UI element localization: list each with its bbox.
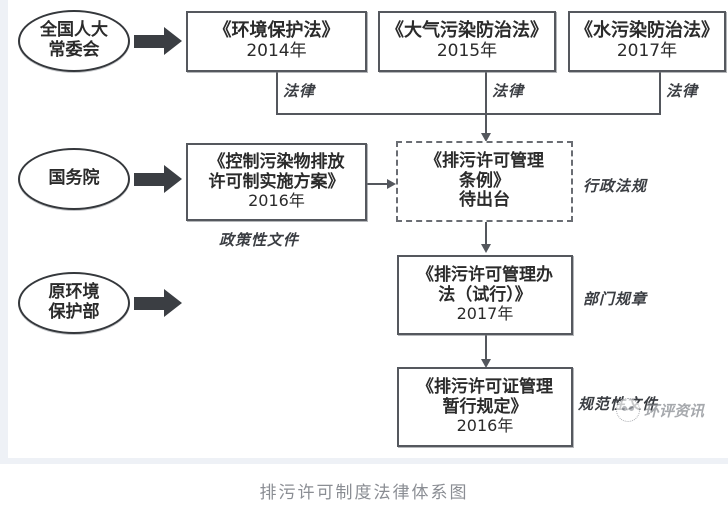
arrow-npc-to-laws: [134, 27, 182, 55]
authority-mep-label-line1: 原环境: [48, 282, 100, 303]
authority-state-council-label: 国务院: [48, 168, 100, 189]
page-edge-tint-bottom: [0, 458, 728, 464]
arrowhead-bus-to-regulation: [481, 133, 491, 142]
tier-label-law-3: 法律: [666, 82, 699, 100]
regulation-status: 待出台: [459, 190, 510, 211]
authority-mep-label-line2: 保护部: [48, 302, 100, 322]
figure-caption: 排污许可制度法律体系图: [259, 483, 469, 503]
normative-year: 2016年: [456, 416, 514, 436]
normative-title-line2: 暂行规定》: [442, 396, 528, 417]
law-2-year: 2015年: [436, 41, 498, 62]
regulation-discharge-permit-regulation-pending[interactable]: 《排污许可管理 条例》 待出台: [396, 141, 573, 222]
tier-label-normative-document: 规范性文件: [578, 395, 659, 413]
law-1-year: 2014年: [246, 41, 307, 62]
policy-title-line1: 《控制污染物排放: [208, 152, 345, 172]
authority-npc-label-line1: 全国人大: [40, 20, 108, 41]
authority-npc-label-line2: 常委会: [48, 40, 100, 60]
connector-bus-to-regulation: [485, 113, 487, 135]
tier-label-law-1: 法律: [283, 82, 316, 100]
tier-label-policy-document: 政策性文件: [219, 231, 300, 249]
arrowhead-department-rule-to-normative: [481, 359, 491, 368]
connector-laws-bus: [276, 113, 661, 115]
arrowhead-policy-to-regulation: [387, 179, 396, 189]
regulation-title-line2: 条例》: [459, 170, 510, 191]
tier-label-regulation: 行政法规: [583, 177, 648, 195]
connector-department-rule-to-normative: [485, 335, 487, 360]
department-rule-year: 2017年: [456, 304, 514, 324]
tier-label-department-rule: 部门规章: [583, 290, 648, 308]
normative-document-discharge-permit-interim-provisions[interactable]: 《排污许可证管理 暂行规定》 2016年: [397, 367, 573, 447]
law-2-title: 《大气污染防治法》: [386, 20, 548, 42]
policy-title-line2: 许可制实施方案》: [208, 171, 345, 192]
normative-title-line1: 《排污许可证管理: [417, 377, 553, 397]
law-environmental-protection-law[interactable]: 《环境保护法》 2014年: [186, 11, 367, 72]
department-rule-discharge-permit-measures-trial[interactable]: 《排污许可管理办 法（试行）》 2017年: [397, 255, 573, 335]
arrowhead-regulation-to-department-rule: [481, 244, 491, 253]
authority-npc-standing-committee[interactable]: 全国人大 常委会: [18, 10, 130, 72]
authority-former-ministry-of-environmental-protection[interactable]: 原环境 保护部: [18, 272, 130, 334]
connector-law-1-stem: [276, 72, 278, 115]
law-3-title: 《水污染防治法》: [575, 20, 719, 42]
law-1-title: 《环境保护法》: [213, 20, 340, 42]
page-edge-tint-left: [0, 0, 8, 462]
tier-label-law-2: 法律: [492, 82, 525, 100]
policy-document-discharge-permit-plan[interactable]: 《控制污染物排放 许可制实施方案》 2016年: [186, 143, 367, 221]
arrow-state-council-to-policy: [134, 165, 182, 193]
connector-policy-to-regulation: [367, 183, 389, 185]
authority-state-council[interactable]: 国务院: [18, 148, 130, 210]
connector-law-3-stem: [659, 72, 661, 115]
connector-regulation-to-department-rule: [485, 222, 487, 245]
connector-law-2-stem: [485, 72, 487, 115]
arrow-mep-to-department-rule: [134, 289, 182, 317]
department-rule-title-line2: 法（试行）》: [438, 284, 532, 305]
law-water-pollution-prevention-law[interactable]: 《水污染防治法》 2017年: [568, 11, 726, 72]
law-3-year: 2017年: [616, 41, 678, 62]
law-air-pollution-prevention-law[interactable]: 《大气污染防治法》 2015年: [378, 11, 556, 72]
department-rule-title-line1: 《排污许可管理办: [417, 265, 553, 285]
policy-year: 2016年: [248, 191, 305, 211]
regulation-title-line1: 《排污许可管理: [425, 150, 544, 171]
